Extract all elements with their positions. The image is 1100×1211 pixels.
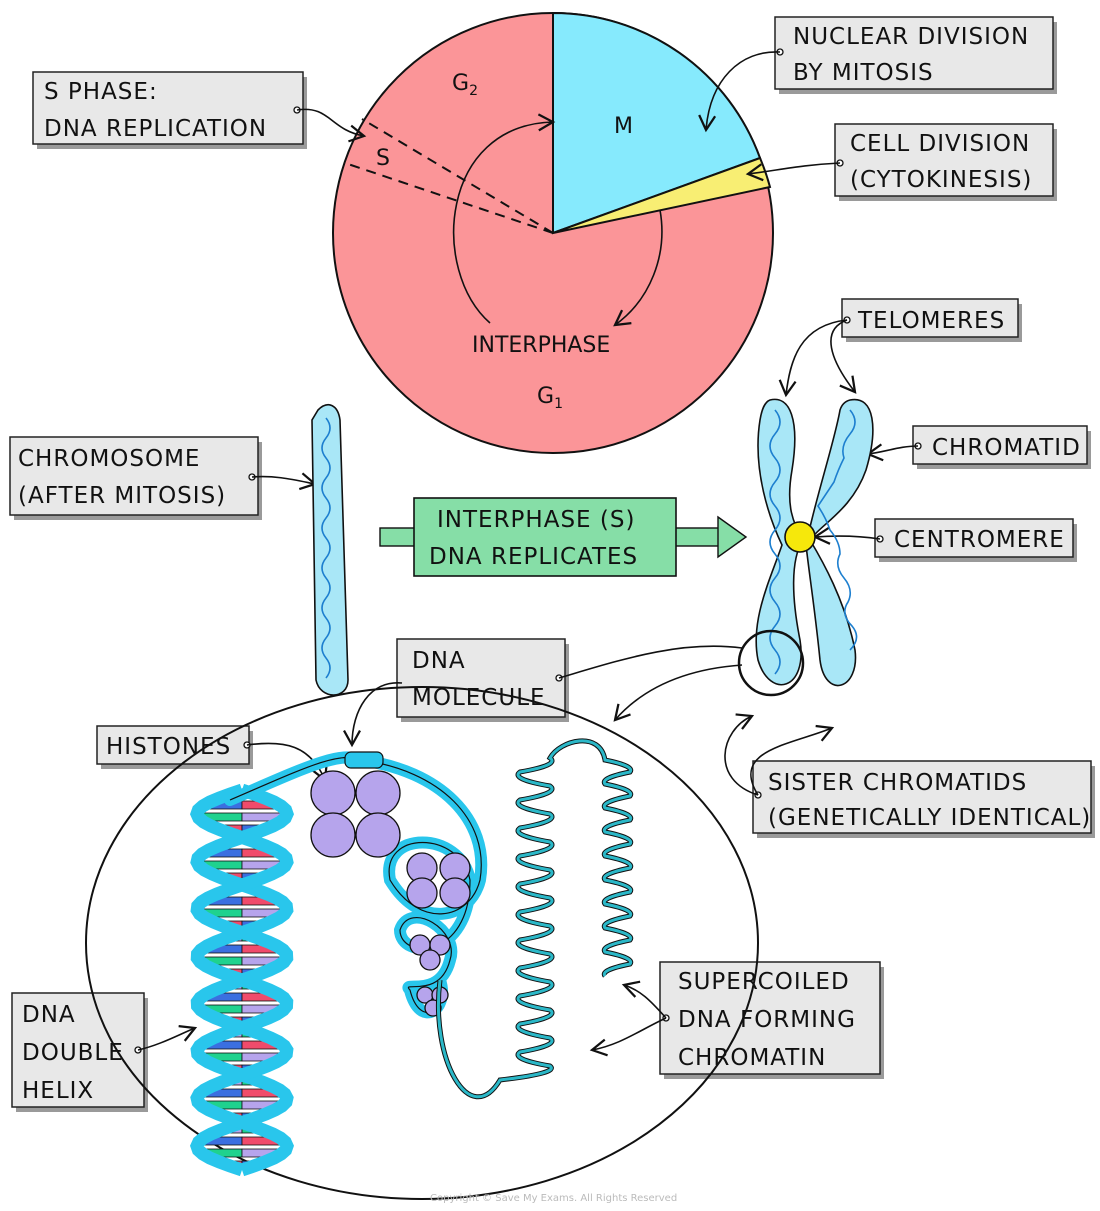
svg-text:CHROMATIN: CHROMATIN [678,1045,826,1071]
svg-text:SISTER CHROMATIDS: SISTER CHROMATIDS [768,770,1027,796]
label-telomeres: TELOMERES [778,298,1022,398]
cell-cycle-pie: G2 S M INTERPHASE G1 [332,11,774,454]
label-nuclear-division: NUCLEAR DIVISION BY MITOSIS [698,16,1057,133]
g1-label: G1 [537,384,563,412]
s-phase-boundary [344,162,554,234]
svg-text:DNA: DNA [22,1002,76,1028]
label-histones: HISTONES [96,725,328,783]
label-double-helix: DNA DOUBLE HELIX [11,992,198,1112]
svg-text:SUPERCOILED: SUPERCOILED [678,969,850,995]
label-s-phase: S PHASE: DNA REPLICATION [32,71,367,149]
svg-text:TELOMERES: TELOMERES [857,308,1005,334]
cycle-arrow-left [453,113,556,324]
svg-text:HISTONES: HISTONES [106,734,231,760]
nucleosomes [224,751,488,1019]
mitosis-segment [552,11,762,235]
svg-text:NUCLEAR DIVISION: NUCLEAR DIVISION [793,24,1029,50]
interphase-label: INTERPHASE [472,333,610,358]
histone [439,877,471,909]
svg-text:INTERPHASE (S): INTERPHASE (S) [437,507,635,533]
sugar-phosphate-backbone [190,783,294,1177]
histone [355,770,401,816]
chromatid-left [755,398,804,686]
label-centromere: CENTROMERE [812,518,1077,562]
histone [310,770,356,816]
svg-text:DOUBLE: DOUBLE [22,1040,124,1066]
m-label: M [614,114,633,139]
histone [406,877,438,909]
label-chromatid: CHROMATID [865,425,1091,469]
label-sister-chromatids: SISTER CHROMATIDS (GENETICALLY IDENTICAL… [724,713,1095,838]
replicated-chromosome [613,398,874,722]
label-cell-division: CELL DIVISION (CYTOKINESIS) [745,123,1057,201]
svg-text:MOLECULE: MOLECULE [412,685,546,711]
histone [419,949,441,971]
label-chromosome: CHROMOSOME (AFTER MITOSIS) [9,436,318,520]
label-dna-molecule: DNA MOLECULE [343,638,743,748]
copyright: Copyright © Save My Exams. All Rights Re… [430,1193,677,1204]
zoom-arrow [613,664,743,722]
svg-text:BY MITOSIS: BY MITOSIS [793,60,934,86]
g2-label: G2 [452,71,478,99]
svg-text:DNA REPLICATES: DNA REPLICATES [429,544,638,570]
svg-text:DNA REPLICATION: DNA REPLICATION [44,116,267,142]
svg-text:(CYTOKINESIS): (CYTOKINESIS) [850,167,1032,193]
svg-text:(AFTER MITOSIS): (AFTER MITOSIS) [18,483,226,509]
svg-text:S PHASE:: S PHASE: [44,79,158,105]
label-supercoiled: SUPERCOILED DNA FORMING CHROMATIN [589,961,884,1079]
chromatid-right [805,398,874,687]
zoom-circle [737,629,805,697]
dna-double-helix [190,783,294,1177]
zoom-ellipse [85,686,759,1200]
single-chromosome [311,404,349,696]
svg-text:CHROMATID: CHROMATID [932,435,1081,461]
histone [355,812,401,858]
s-phase-boundary [361,118,554,234]
svg-text:HELIX: HELIX [22,1078,94,1104]
svg-text:CHROMOSOME: CHROMOSOME [18,446,200,472]
svg-text:CENTROMERE: CENTROMERE [894,527,1065,553]
svg-text:(GENETICALLY IDENTICAL): (GENETICALLY IDENTICAL) [768,805,1091,831]
svg-text:DNA FORMING: DNA FORMING [678,1007,856,1033]
s-label: S [376,146,390,171]
supercoiled-chromatin [436,738,634,1099]
svg-text:DNA: DNA [412,648,466,674]
histone [310,812,356,858]
interphase-replication-arrow: INTERPHASE (S) DNA REPLICATES [379,497,748,577]
centromere [784,521,816,553]
cycle-arrow-right [613,209,663,327]
svg-text:CELL DIVISION: CELL DIVISION [850,131,1030,157]
histone [429,934,451,956]
